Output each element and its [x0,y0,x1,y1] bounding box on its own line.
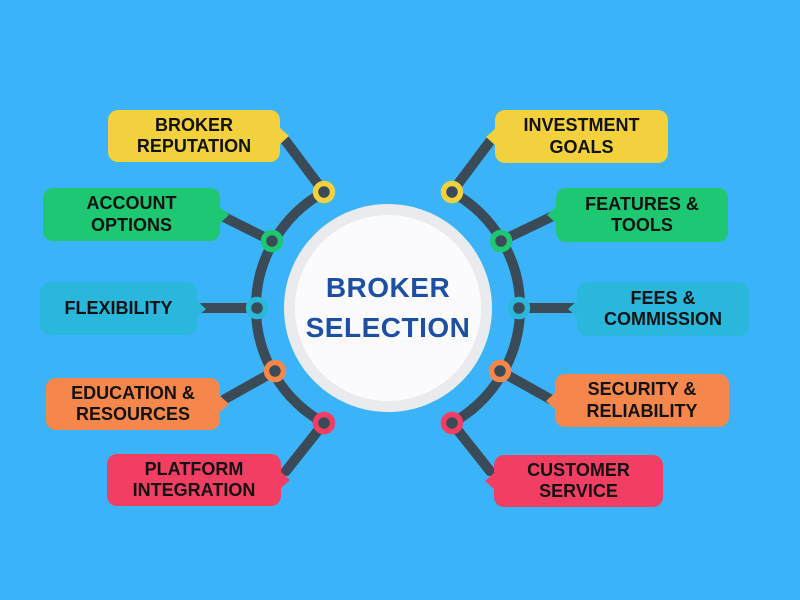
ring-dot-features-tools [489,229,513,253]
ring-dot-security-reliability [488,359,512,383]
bubble-tail [485,472,495,491]
label-text: FEES & COMMISSION [603,287,722,329]
center-title-line1: BROKER [325,271,451,303]
center-node: BROKER SELECTION [284,204,492,412]
center-title-line2: SELECTION [305,311,471,343]
label-account-options: ACCOUNT OPTIONS [43,188,229,241]
label-flexibility: FLEXIBILITY [40,282,206,335]
bubble-tail [219,395,229,414]
label-text: FEATURES & TOOLS [585,193,699,235]
bubble-tail [279,127,289,146]
label-text: ACCOUNT OPTIONS [86,193,177,235]
label-text: INVESTMENT GOALS [523,115,640,157]
bubble-tail [280,471,290,490]
label-text: CUSTOMER SERVICE [527,460,630,502]
label-text: BROKER REPUTATION [136,115,252,157]
label-text: PLATFORM INTEGRATION [132,459,256,501]
label-platform-integration: PLATFORM INTEGRATION [107,454,290,507]
label-fees-commission: FEES & COMMISSION [568,282,749,336]
label-investment-goals: INVESTMENT GOALS [486,110,668,163]
bubble-tail [486,127,496,146]
ring-dot-flexibility [245,296,269,320]
label-security-reliability: SECURITY & RELIABILITY [546,374,729,427]
bubble-tail [196,299,206,318]
label-broker-reputation: BROKER REPUTATION [108,110,289,163]
ring-dot-fees-commission [507,296,531,320]
label-text: SECURITY & RELIABILITY [586,379,698,421]
ring-dot-account-options [260,229,284,253]
label-text: FLEXIBILITY [64,297,173,318]
ring-dot-customer-service [440,411,464,435]
bubble-tail [568,300,578,318]
ring-dot-investment-goals [440,180,464,204]
label-features-tools: FEATURES & TOOLS [547,188,728,242]
bubble-tail [547,206,557,224]
label-education-resources: EDUCATION & RESOURCES [46,378,229,431]
bubble-tail [546,391,556,410]
ring-dot-education-resources [263,359,287,383]
bubble-tail [219,205,229,224]
label-text: EDUCATION & RESOURCES [71,383,195,425]
ring-dot-platform-integration [312,411,336,435]
label-customer-service: CUSTOMER SERVICE [485,455,663,508]
ring-dot-broker-reputation [312,180,336,204]
